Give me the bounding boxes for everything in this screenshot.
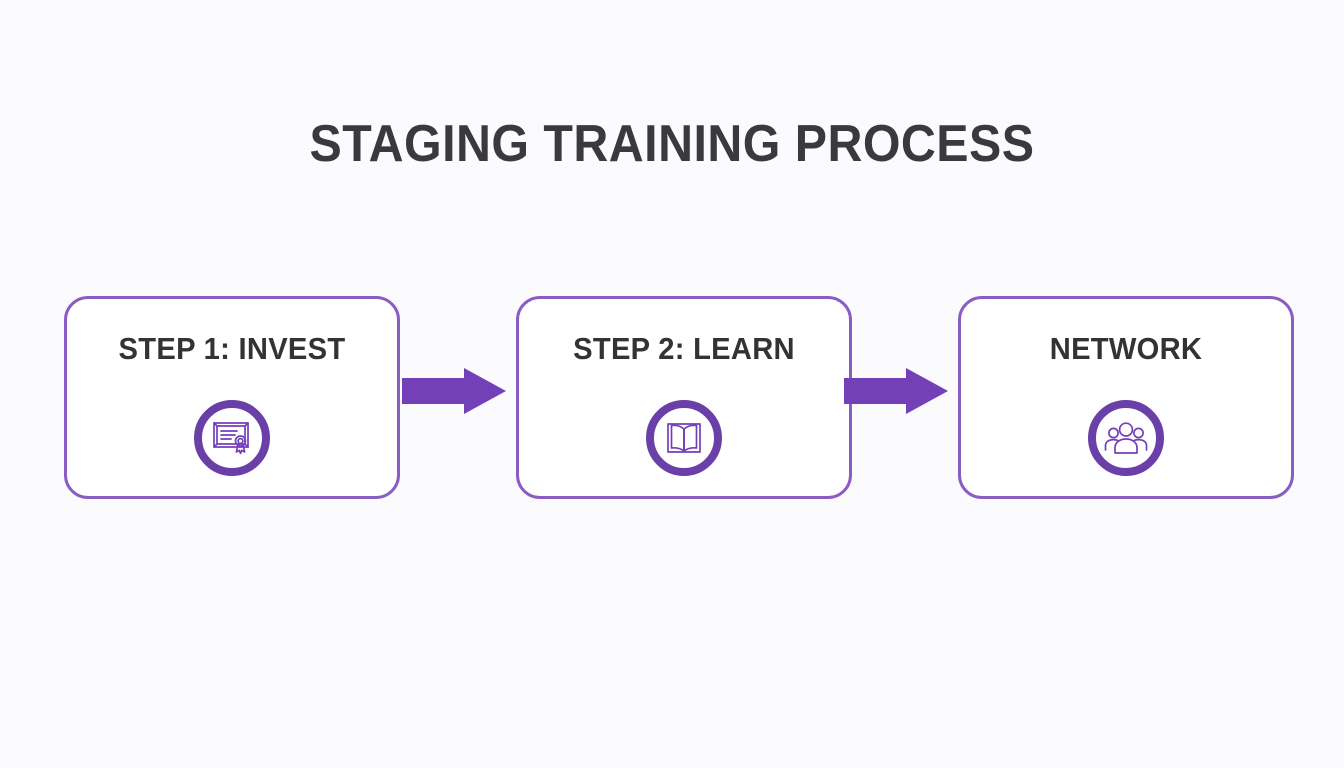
process-step-card-1[interactable]: STEP 1: INVEST [64, 296, 400, 499]
connector-arrow-1 [402, 368, 506, 414]
group-people-icon [1104, 421, 1148, 455]
open-book-icon [664, 419, 704, 457]
process-flow: STEP 1: INVEST [64, 296, 1294, 499]
step-1-label: STEP 1: INVEST [118, 331, 346, 366]
arrow-right-icon [402, 368, 506, 414]
page-title: STAGING TRAINING PROCESS [309, 115, 1035, 173]
step-2-icon-ring [646, 400, 722, 476]
step-3-label: NETWORK [1049, 331, 1203, 366]
process-step-card-2[interactable]: STEP 2: LEARN [516, 296, 852, 499]
step-1-icon-ring [194, 400, 270, 476]
connector-arrow-2 [844, 368, 948, 414]
step-3-icon-ring [1088, 400, 1164, 476]
arrow-right-icon [844, 368, 948, 414]
certificate-icon [211, 418, 253, 458]
process-step-card-3[interactable]: NETWORK [958, 296, 1294, 499]
step-2-label: STEP 2: LEARN [573, 331, 795, 366]
